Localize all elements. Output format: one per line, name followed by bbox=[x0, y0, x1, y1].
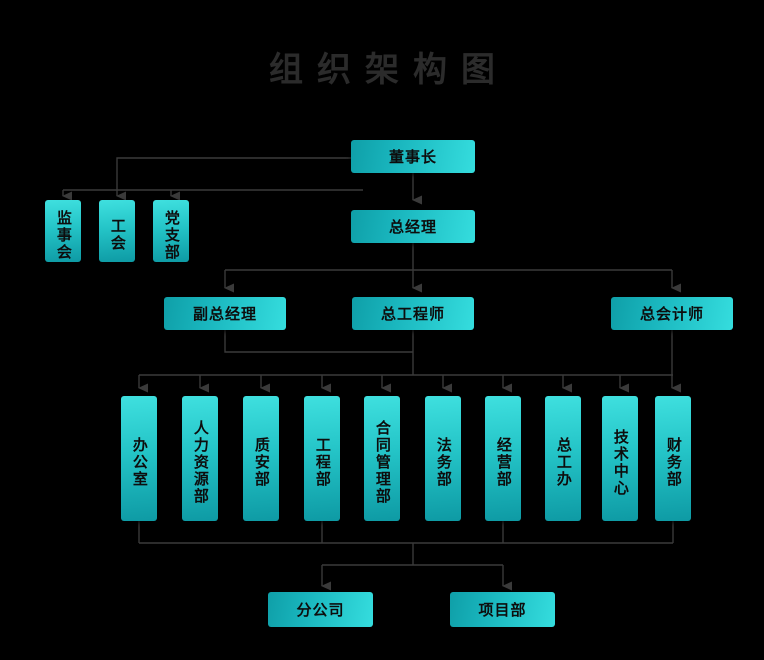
node-party-branch-label: 党支部 bbox=[162, 209, 181, 261]
node-department-finance-label: 财务部 bbox=[664, 437, 683, 488]
node-chief-accountant[interactable]: 总会计师 bbox=[611, 297, 733, 330]
node-department-contract-management[interactable]: 合同管理部 bbox=[364, 396, 400, 521]
node-chief-engineer-label: 总工程师 bbox=[380, 305, 445, 323]
node-labor-union[interactable]: 工会 bbox=[99, 200, 135, 262]
node-supervisory-board-label: 监事会 bbox=[54, 209, 73, 261]
node-department-quality-safety-label: 质安部 bbox=[252, 437, 271, 488]
node-department-human-resources[interactable]: 人力资源部 bbox=[182, 396, 218, 521]
node-labor-union-label: 工会 bbox=[108, 218, 127, 252]
node-department-legal-affairs[interactable]: 法务部 bbox=[425, 396, 461, 521]
node-department-office[interactable]: 办公室 bbox=[121, 396, 157, 521]
node-department-quality-safety[interactable]: 质安部 bbox=[243, 396, 279, 521]
node-department-legal-affairs-label: 法务部 bbox=[434, 437, 453, 488]
node-department-technology-center[interactable]: 技术中心 bbox=[602, 396, 638, 521]
node-department-business-operations[interactable]: 经营部 bbox=[485, 396, 521, 521]
node-branch-company-label: 分公司 bbox=[296, 601, 345, 619]
node-department-chief-engineer-office-label: 总工办 bbox=[554, 437, 573, 488]
node-department-business-operations-label: 经营部 bbox=[494, 437, 513, 488]
node-chairman[interactable]: 董事长 bbox=[351, 140, 475, 173]
node-department-contract-management-label: 合同管理部 bbox=[373, 420, 392, 505]
node-deputy-general-manager[interactable]: 副总经理 bbox=[164, 297, 286, 330]
node-department-engineering-label: 工程部 bbox=[313, 437, 332, 488]
node-project-department[interactable]: 项目部 bbox=[450, 592, 555, 627]
node-chairman-label: 董事长 bbox=[388, 148, 437, 166]
node-project-department-label: 项目部 bbox=[478, 601, 527, 619]
node-chief-accountant-label: 总会计师 bbox=[639, 305, 704, 323]
node-department-engineering[interactable]: 工程部 bbox=[304, 396, 340, 521]
page-title: 组织架构图 bbox=[269, 50, 509, 90]
node-deputy-general-manager-label: 副总经理 bbox=[192, 305, 257, 323]
node-department-finance[interactable]: 财务部 bbox=[655, 396, 691, 521]
node-department-chief-engineer-office[interactable]: 总工办 bbox=[545, 396, 581, 521]
node-party-branch[interactable]: 党支部 bbox=[153, 200, 189, 262]
node-branch-company[interactable]: 分公司 bbox=[268, 592, 373, 627]
node-general-manager[interactable]: 总经理 bbox=[351, 210, 475, 243]
node-department-office-label: 办公室 bbox=[130, 437, 149, 488]
node-department-human-resources-label: 人力资源部 bbox=[191, 420, 210, 505]
node-department-technology-center-label: 技术中心 bbox=[611, 428, 630, 497]
node-supervisory-board[interactable]: 监事会 bbox=[45, 200, 81, 262]
node-general-manager-label: 总经理 bbox=[388, 218, 437, 236]
node-chief-engineer[interactable]: 总工程师 bbox=[352, 297, 474, 330]
